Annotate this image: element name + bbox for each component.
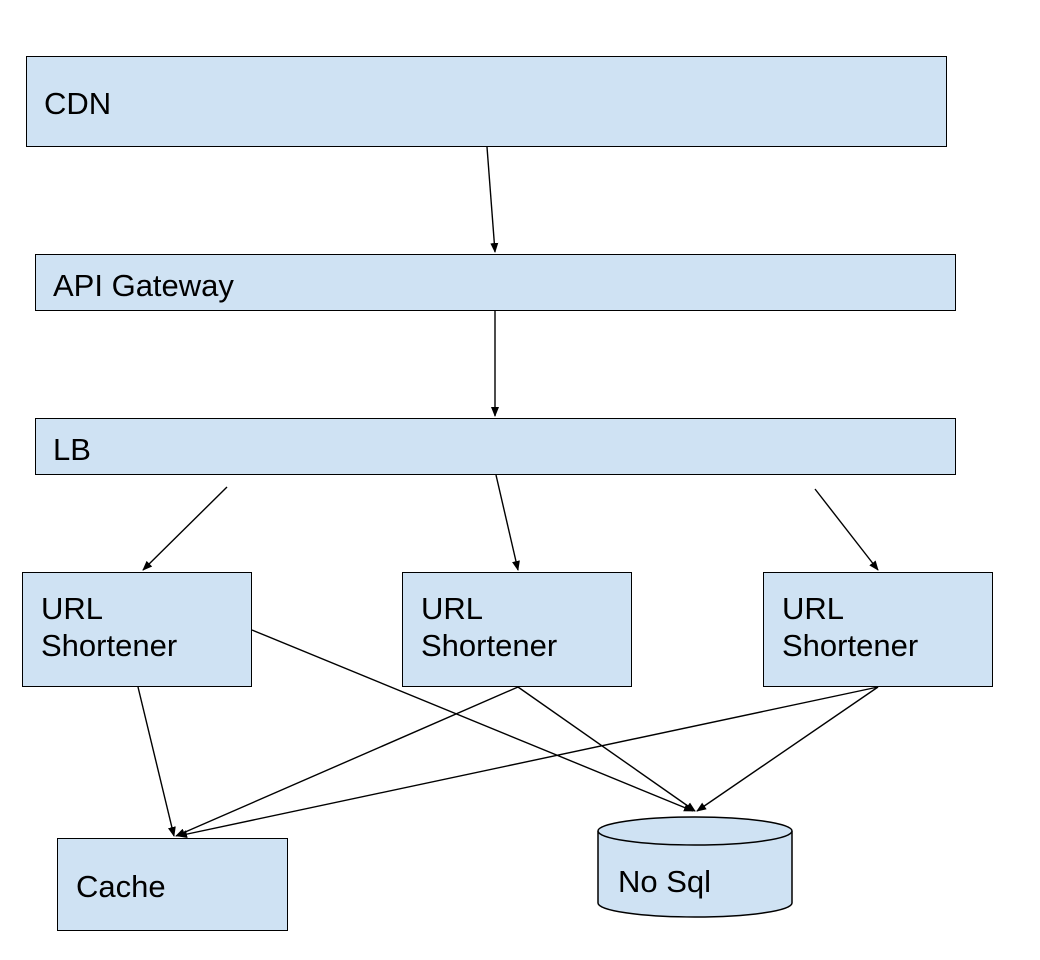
edge-lb-to-url-shortener-1 — [142, 486, 228, 571]
edge-url-shortener-3-to-cache — [177, 686, 879, 839]
edge-cdn-to-api-gateway — [486, 146, 499, 253]
cache-node: Cache — [57, 838, 288, 931]
edge-url-shortener-1-to-nosql — [251, 629, 694, 812]
load-balancer-node: LB — [35, 418, 956, 475]
url-shortener-node-2: URL Shortener — [402, 572, 632, 687]
cdn-node: CDN — [26, 56, 947, 147]
cdn-label: CDN — [44, 86, 112, 121]
cache-label: Cache — [76, 869, 166, 904]
edge-lb-to-url-shortener-3 — [814, 488, 879, 571]
nosql-database-shape — [597, 816, 793, 918]
edge-url-shortener-3-to-nosql — [696, 686, 879, 812]
url-shortener-label-3: URL Shortener — [782, 591, 919, 663]
url-shortener-node-3: URL Shortener — [763, 572, 993, 687]
load-balancer-label: LB — [53, 432, 91, 467]
nosql-label: No Sql — [618, 864, 712, 899]
edge-url-shortener-1-to-cache — [137, 686, 176, 837]
api-gateway-label: API Gateway — [53, 268, 234, 303]
edge-lb-to-url-shortener-2 — [495, 474, 520, 571]
edge-url-shortener-2-to-nosql — [517, 686, 696, 812]
edge-url-shortener-2-to-cache — [175, 686, 519, 837]
url-shortener-node-1: URL Shortener — [22, 572, 252, 687]
url-shortener-label-1: URL Shortener — [41, 591, 178, 663]
url-shortener-label-2: URL Shortener — [421, 591, 558, 663]
api-gateway-node: API Gateway — [35, 254, 956, 311]
